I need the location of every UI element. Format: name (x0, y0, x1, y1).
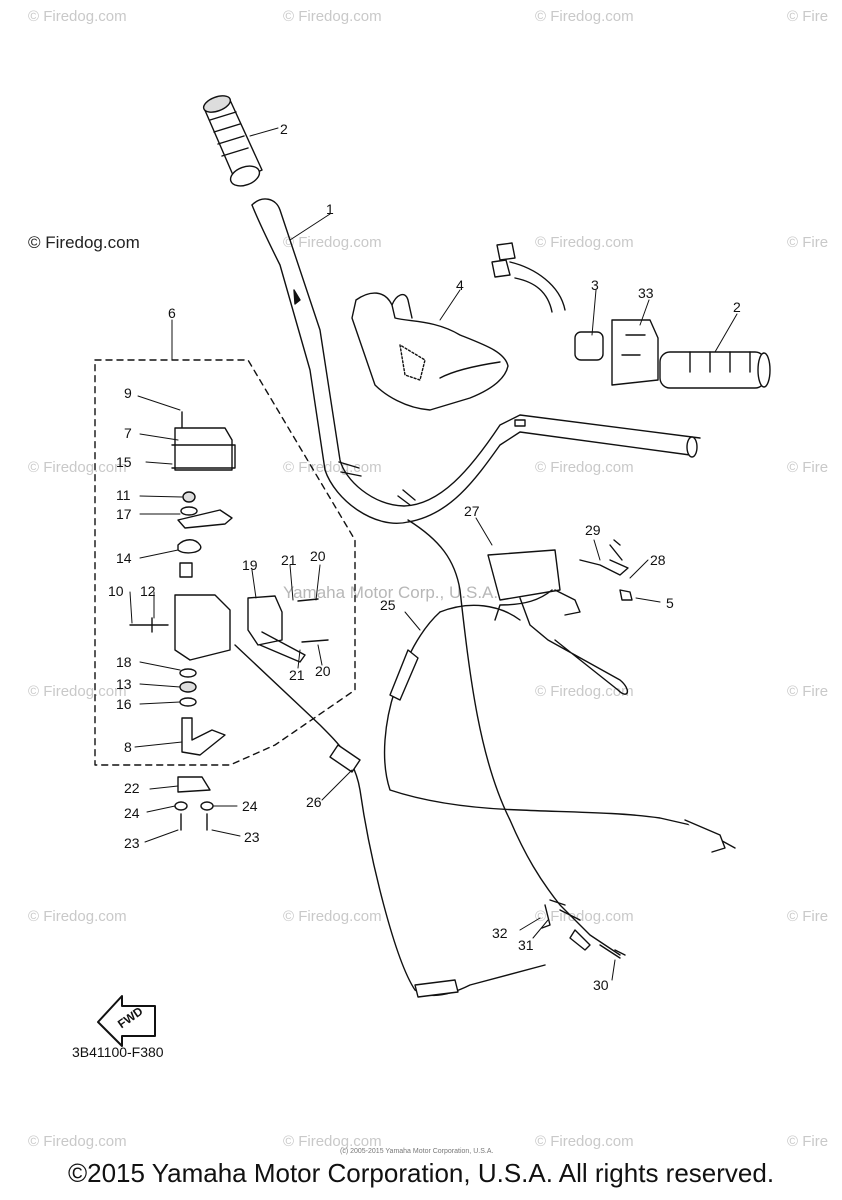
callout-8: 8 (124, 739, 132, 755)
callout-25: 25 (380, 597, 396, 613)
callout-18: 18 (116, 654, 132, 670)
assembly-6-box (94, 359, 356, 766)
callout-21-upper: 21 (281, 552, 297, 568)
watermark: © Firedog.com (283, 459, 382, 476)
callout-10: 10 (108, 583, 124, 599)
callout-9: 9 (124, 385, 132, 401)
callout-2-left: 2 (280, 121, 288, 137)
callout-23-right: 23 (244, 829, 260, 845)
throttle-cable (234, 644, 546, 997)
callout-24-left: 24 (124, 805, 140, 821)
watermark: © Firedog.com (535, 8, 634, 25)
callout-17: 17 (116, 506, 132, 522)
watermark: © Firedog.com (283, 908, 382, 925)
callout-1: 1 (326, 201, 334, 217)
callout-21-lower: 21 (289, 667, 305, 683)
watermark: © Firedog.com (535, 908, 634, 925)
callout-28: 28 (650, 552, 666, 568)
watermark: © Fire (787, 1133, 829, 1150)
brake-lever-assembly (487, 539, 633, 695)
callout-2-right: 2 (733, 299, 741, 315)
watermark: © Firedog.com (28, 459, 127, 476)
handlebar (251, 198, 701, 524)
callout-20-lower: 20 (315, 663, 331, 679)
watermark: © Firedog.com (535, 234, 634, 251)
callout-4: 4 (456, 277, 464, 293)
callout-7: 7 (124, 425, 132, 441)
clutch-cable (383, 611, 736, 849)
watermark-main: © Firedog.com (28, 233, 140, 252)
callout-29: 29 (585, 522, 601, 538)
watermark: © Fire (787, 683, 829, 700)
watermark: © Firedog.com (28, 1133, 127, 1150)
callout-31: 31 (518, 937, 534, 953)
right-switch-and-grip (491, 242, 771, 389)
watermark: © Fire (787, 234, 829, 251)
leader-lines (129, 127, 738, 981)
callout-5: 5 (666, 595, 674, 611)
watermark: © Fire (787, 908, 829, 925)
callout-33: 33 (638, 285, 654, 301)
callout-32: 32 (492, 925, 508, 941)
diagram-code: 3B41100-F380 (72, 1044, 164, 1060)
callout-19: 19 (242, 557, 258, 573)
watermark: © Firedog.com (535, 1133, 634, 1150)
callout-24-right: 24 (242, 798, 258, 814)
watermark: © Firedog.com (283, 234, 382, 251)
tiny-notice: (c) 2005-2015 Yamaha Motor Corporation, … (340, 1148, 494, 1155)
watermark: © Firedog.com (283, 1133, 382, 1150)
watermark: © Firedog.com (535, 459, 634, 476)
callout-26: 26 (306, 794, 322, 810)
callout-6: 6 (168, 305, 176, 321)
watermark: © Firedog.com (535, 683, 634, 700)
watermark: © Firedog.com (28, 908, 127, 925)
callout-22: 22 (124, 780, 140, 796)
callout-16: 16 (116, 696, 132, 712)
watermark: © Fire (787, 459, 829, 476)
callout-27: 27 (464, 503, 480, 519)
callout-12: 12 (140, 583, 156, 599)
callout-20-upper: 20 (310, 548, 326, 564)
callout-13: 13 (116, 676, 132, 692)
watermark: © Firedog.com (283, 8, 382, 25)
callout-14: 14 (116, 550, 132, 566)
callout-30: 30 (593, 977, 609, 993)
handlebar-cover (351, 292, 509, 411)
callout-11: 11 (116, 487, 131, 503)
watermark: © Firedog.com (28, 683, 127, 700)
callout-23-left: 23 (124, 835, 140, 851)
callout-15: 15 (116, 454, 132, 470)
watermark: © Firedog.com (28, 8, 127, 25)
throttle-assembly-parts (129, 411, 329, 831)
callout-3: 3 (591, 277, 599, 293)
watermark-yamaha: Yamaha Motor Corp., U.S.A. (283, 583, 499, 602)
left-grip (202, 95, 263, 187)
fwd-arrow (97, 995, 156, 1047)
copyright-notice: ©2015 Yamaha Motor Corporation, U.S.A. A… (67, 1158, 775, 1188)
watermark: © Fire (787, 8, 829, 25)
